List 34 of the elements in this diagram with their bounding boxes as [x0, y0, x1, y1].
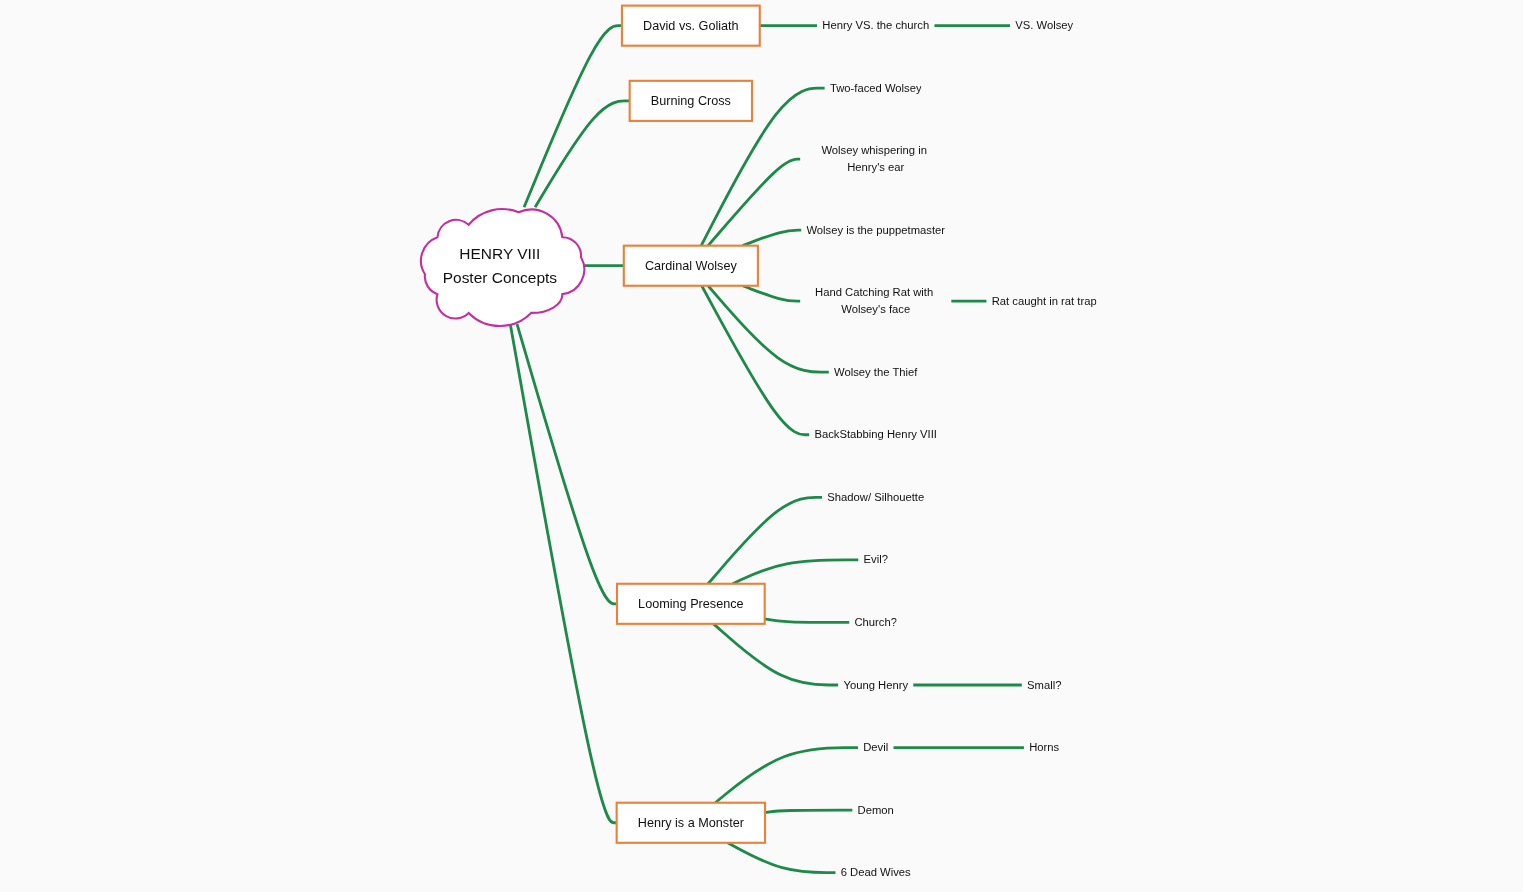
node-text: Devil [863, 741, 889, 754]
connector [508, 323, 617, 825]
node-text: Rat caught in rat trap [991, 294, 1097, 307]
node-box: Burning Cross [628, 79, 754, 122]
node-text: 6 Dead Wives [840, 866, 911, 879]
node-text: Young Henry [843, 678, 909, 691]
node-text: Small? [1027, 678, 1062, 691]
node-box: Henry is a Monster [615, 801, 767, 844]
connector [515, 323, 617, 606]
node-text: Evil? [863, 553, 888, 566]
node-text: Wolsey the Thief [834, 365, 918, 378]
connector [893, 746, 1024, 749]
connector [522, 24, 622, 208]
node-text: Wolsey is the puppetmaster [806, 223, 946, 236]
connector [913, 683, 1022, 687]
node-box: Cardinal Wolsey [622, 244, 759, 287]
node-text: BackStabbing Henry VIII [814, 428, 937, 441]
node-text: Demon [857, 803, 894, 816]
node-text: Shadow/ Silhouette [827, 490, 925, 503]
connector [759, 24, 817, 28]
connector [934, 24, 1010, 28]
node-text: Two-faced Wolsey [829, 81, 922, 94]
node-box: David vs. Goliath [620, 4, 761, 47]
connector [764, 617, 850, 624]
node-text: Wolsey whispering in Henry's ear [821, 144, 927, 174]
node-text: VS. Wolsey [1015, 19, 1074, 32]
connector [951, 299, 987, 303]
node-text: Henry VS. the church [822, 19, 930, 32]
node-text: Hand Catching Rat with Wolsey's face [815, 286, 934, 316]
node-text: Church? [854, 616, 897, 629]
node-box: Looming Presence [615, 582, 766, 625]
node-text: Horns [1029, 741, 1060, 754]
connector [700, 285, 810, 437]
connector [533, 99, 630, 208]
